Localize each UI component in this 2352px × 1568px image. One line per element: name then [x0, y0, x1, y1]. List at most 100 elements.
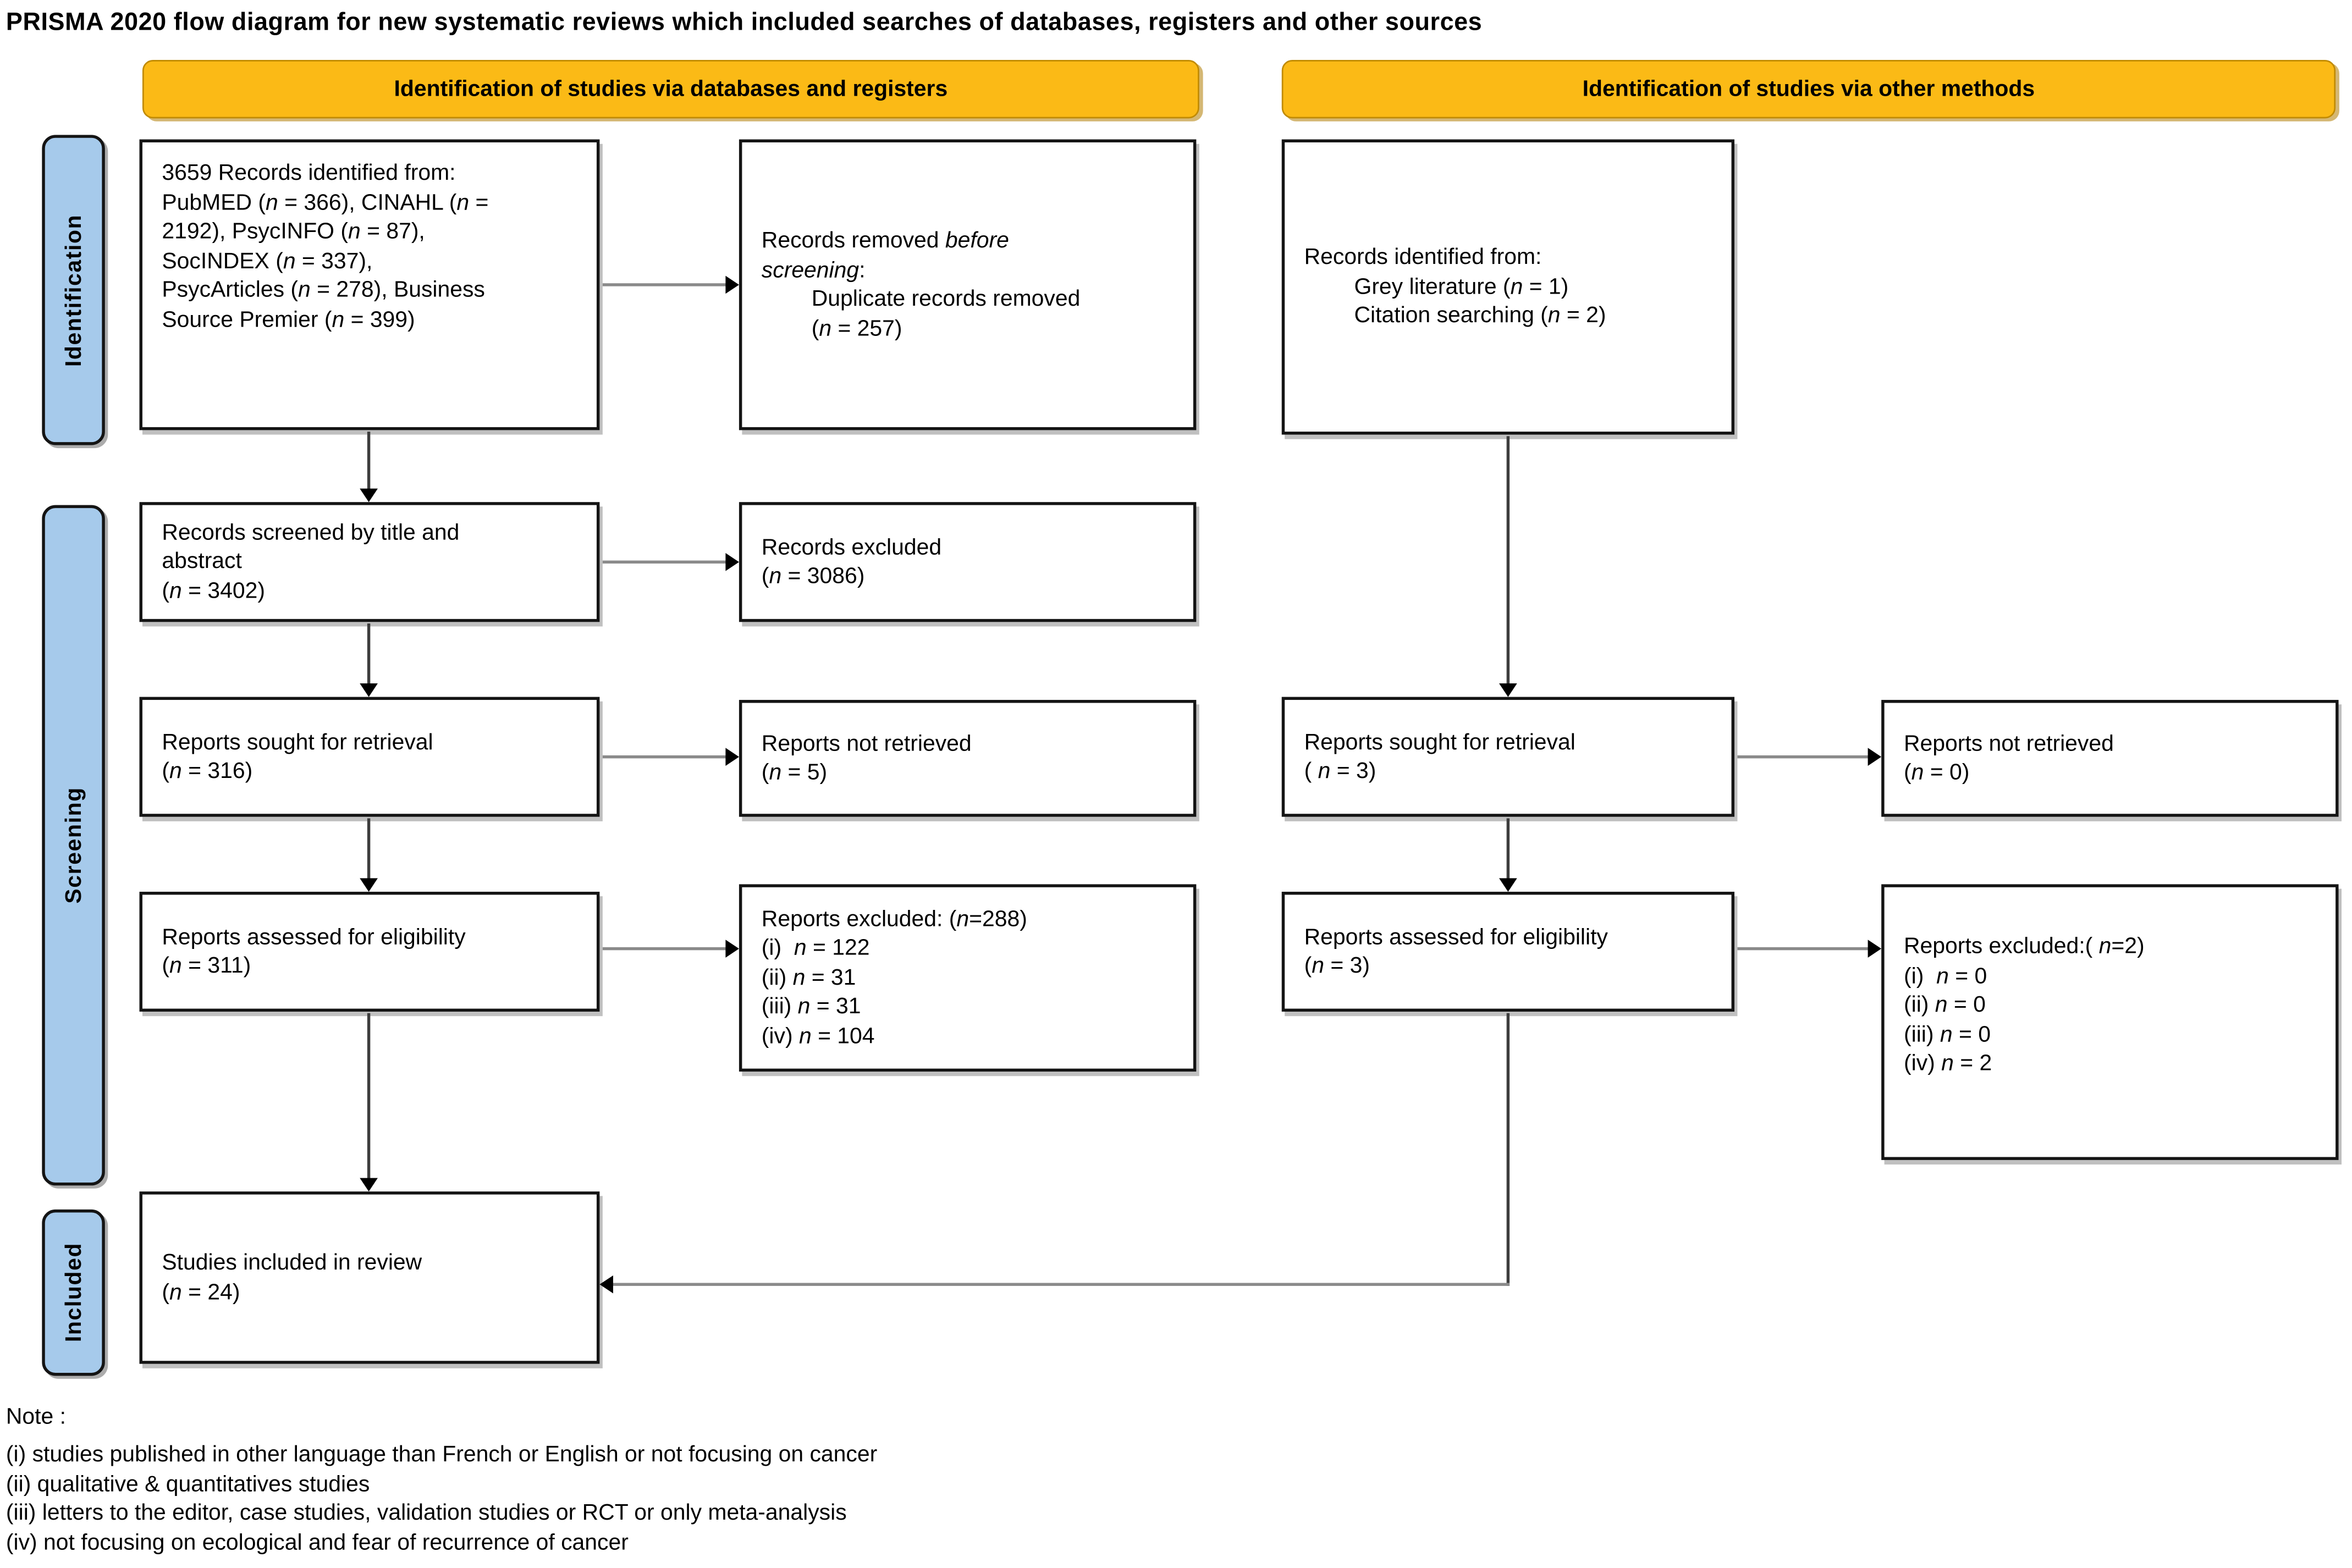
connector-other-identified-to-sought-arrowhead-icon — [1499, 683, 1517, 697]
box-reports-sought-databases: Reports sought for retrieval (n = 316) — [139, 697, 600, 817]
banner-databases-registers-label: Identification of studies via databases … — [394, 76, 948, 102]
text-line: Duplicate records removed — [761, 286, 1081, 312]
text-line: (n = 316) — [162, 758, 253, 784]
stage-label-included: Included — [42, 1209, 105, 1376]
text-line: PsycArticles (n = 278), Business — [162, 277, 485, 303]
note-heading: Note : — [5, 1404, 67, 1430]
text-line: Citation searching (n = 2) — [1304, 303, 1606, 329]
connector-identified-to-screened-arrowhead-icon — [360, 488, 378, 503]
text-line: (n = 3) — [1304, 953, 1370, 979]
note-items: (i) studies published in other language … — [6, 1441, 1730, 1558]
stage-label-identification-text: Identification — [60, 213, 86, 367]
box-records-identified-other-methods: Records identified from: Grey literature… — [1281, 139, 1734, 435]
text-line: Records excluded — [761, 534, 942, 560]
connector-identified-to-screened-line — [367, 432, 371, 492]
text-line: Source Premier (n = 399) — [162, 306, 415, 332]
text-line: (iii) n = 0 — [1904, 1021, 1991, 1047]
connector-other-sought-to-assessed-arrowhead-icon — [1499, 878, 1517, 892]
text-line: (iii) n = 31 — [761, 994, 861, 1020]
text-line: ( n = 3) — [1304, 758, 1376, 784]
text-line: Reports assessed for eligibility — [1304, 924, 1608, 949]
box-studies-included: Studies included in review (n = 24) — [139, 1191, 600, 1364]
stage-label-identification: Identification — [42, 135, 105, 445]
connector-assessed-to-included-line — [367, 1013, 371, 1181]
connector-screened-to-excluded-arrowhead-icon — [725, 553, 739, 571]
connector-sought-to-assessed-arrowhead-icon — [360, 878, 378, 892]
text-line: Reports excluded:( n=2) — [1904, 934, 2145, 959]
text-line: PubMED (n = 366), CINAHL (n = — [162, 189, 489, 216]
connector-identified-to-removed-line — [602, 283, 728, 286]
text-line: (ii) qualitative & quantitatives studies — [5, 1471, 370, 1497]
text-line: Studies included in review — [162, 1250, 422, 1276]
box-reports-excluded-databases: Reports excluded: (n=288) (i) n = 122(ii)… — [739, 884, 1197, 1072]
text-line: (n = 3086) — [761, 563, 865, 589]
box-reports-not-retrieved-databases: Reports not retrieved(n = 5) — [739, 700, 1197, 817]
banner-other-methods: Identification of studies via other meth… — [1281, 60, 2336, 119]
connector-identified-to-removed-arrowhead-icon — [725, 275, 739, 294]
connector-assessed-to-excluded-arrowhead-icon — [725, 940, 739, 958]
text-line: (i) studies published in other language … — [5, 1442, 878, 1468]
text-line: Reports sought for retrieval — [162, 729, 433, 755]
connector-other-to-included-arrowhead-icon — [599, 1275, 613, 1294]
stage-label-screening-text: Screening — [60, 787, 86, 904]
text-line: (iv) not focusing on ecological and fear… — [5, 1530, 629, 1555]
connector-sought-to-assessed-line — [367, 818, 371, 881]
box-records-excluded: Records excluded (n = 3086) — [739, 502, 1197, 622]
connector-other-assessed-elbow-vertical-line — [1506, 1013, 1510, 1286]
box-reports-assessed-databases: Reports assessed for eligibility (n = 311… — [139, 891, 600, 1012]
stage-label-included-text: Included — [60, 1243, 86, 1343]
text-line: (n = 24) — [162, 1279, 240, 1305]
connector-assessed-to-excluded-line — [602, 947, 728, 951]
stage-label-screening: Screening — [42, 505, 105, 1186]
box-reports-sought-other: Reports sought for retrieval( n = 3) — [1281, 697, 1734, 817]
text-line: Reports not retrieved — [761, 730, 972, 757]
text-line: (n = 0) — [1904, 760, 1970, 786]
text-line: Records identified from: — [1304, 245, 1542, 270]
banner-databases-registers: Identification of studies via databases … — [142, 60, 1199, 119]
connector-screened-to-sought-arrowhead-icon — [360, 683, 378, 697]
text-line: Reports assessed for eligibility — [162, 924, 466, 949]
text-line: (iv) n = 104 — [761, 1023, 875, 1049]
text-line: screening: — [761, 257, 866, 283]
text-line: (ii) n = 0 — [1904, 992, 1986, 1018]
connector-sought-to-notretrieved-line — [602, 755, 728, 759]
connector-assessed-to-included-arrowhead-icon — [360, 1178, 378, 1192]
text-line: Records screened by title and — [162, 520, 460, 545]
banner-other-methods-label: Identification of studies via other meth… — [1582, 76, 2035, 102]
box-reports-excluded-other: Reports excluded:( n=2) (i) n = 0 (ii) n =… — [1881, 884, 2339, 1160]
page-title: PRISMA 2020 flow diagram for new systema… — [5, 9, 1483, 36]
connector-other-to-included-horizontal-line — [613, 1283, 1510, 1286]
text-line: Grey literature (n = 1) — [1304, 274, 1569, 300]
connector-other-sought-to-assessed-line — [1506, 818, 1510, 881]
text-line: Reports not retrieved — [1904, 730, 2114, 757]
box-records-screened: Records screened by title and abstract (n … — [139, 502, 600, 622]
connector-screened-to-sought-line — [367, 623, 371, 687]
note-block: Note : (i) studies published in other la… — [6, 1403, 1730, 1558]
connector-other-sought-to-notretrieved-line — [1737, 755, 1870, 759]
text-line: (i) n = 0 — [1904, 963, 1987, 989]
box-records-removed-before-screening: Records removed before screening: Duplica… — [739, 139, 1197, 430]
text-line: 3659 Records identified from: — [162, 160, 456, 186]
text-line: abstract — [162, 549, 242, 575]
connector-screened-to-excluded-line — [602, 560, 728, 564]
connector-other-assessed-to-excluded-line — [1737, 947, 1870, 951]
box-reports-not-retrieved-other: Reports not retrieved (n = 0) — [1881, 700, 2339, 817]
connector-other-assessed-to-excluded-arrowhead-icon — [1868, 940, 1882, 958]
text-line: Reports excluded: (n=288) — [761, 906, 1027, 932]
text-line: 2192), PsycINFO (n = 87), — [162, 218, 425, 245]
connector-other-identified-to-sought-line — [1506, 436, 1510, 687]
text-line: (n = 3402) — [162, 578, 265, 604]
connector-other-sought-to-notretrieved-arrowhead-icon — [1868, 748, 1882, 766]
box-records-identified-databases: 3659 Records identified from: PubMED (n =… — [139, 139, 600, 430]
text-line: (ii) n = 31 — [761, 964, 856, 991]
text-line: Records removed before — [761, 228, 1009, 253]
text-line: (n = 257) — [761, 315, 902, 341]
text-line: (iii) letters to the editor, case studie… — [5, 1500, 847, 1526]
text-line: SocINDEX (n = 337), — [162, 248, 373, 274]
box-reports-assessed-other: Reports assessed for eligibility (n = 3) — [1281, 891, 1734, 1012]
text-line: (n = 311) — [162, 953, 251, 979]
text-line: (i) n = 122 — [761, 935, 870, 962]
connector-sought-to-notretrieved-arrowhead-icon — [725, 748, 739, 766]
